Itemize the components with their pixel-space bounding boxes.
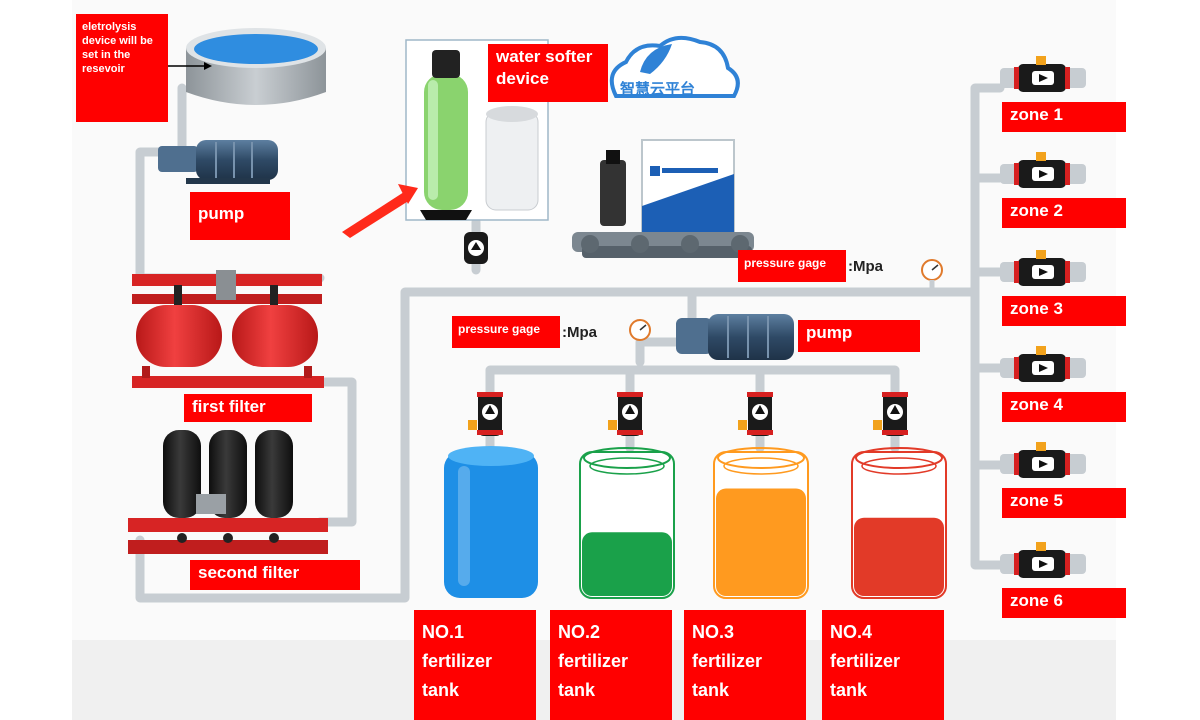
valve-icon [468, 392, 503, 436]
tank-label-line: NO.2 [558, 622, 601, 642]
mpa-unit-center: :Mpa [562, 324, 597, 341]
zone-valves [1000, 56, 1086, 578]
valve-icon [873, 392, 908, 436]
tank-label: NO.3 fertilizer tank [684, 610, 806, 720]
valve-icon [608, 392, 643, 436]
pipe-main [135, 287, 980, 603]
pump-center-label: pump [798, 320, 920, 352]
first-filter [132, 270, 324, 388]
cloud-platform-text: 智慧云平台 [620, 80, 696, 98]
valve-icon [1000, 152, 1086, 188]
zone-label: zone 2 [1002, 198, 1126, 228]
tank-label-line: fertilizer [422, 651, 493, 671]
fertilizer-tank [444, 446, 538, 598]
water-softener-image [342, 39, 549, 238]
zone-label: zone 5 [1002, 488, 1126, 518]
zone-label: zone 6 [1002, 588, 1126, 618]
pressure-gauge-icon [921, 259, 943, 292]
second-filter [128, 430, 328, 554]
water-softer-label: water softer device [488, 44, 608, 102]
tank-label-line: NO.4 [830, 622, 873, 642]
fertigation-controller [572, 139, 754, 258]
pressure-gage-label-center: pressure gage [452, 316, 560, 348]
fertilizer-tank [713, 447, 809, 599]
electrolysis-note: eletrolysis device will be set in the re… [76, 14, 168, 122]
tank-label-line: tank [558, 680, 596, 700]
valve-icon [1000, 346, 1086, 382]
mpa-unit-top: :Mpa [848, 258, 883, 275]
pipe-tank-manifold [485, 365, 900, 453]
pressure-gage-label-top: pressure gage [738, 250, 846, 282]
valve-icon [1000, 56, 1086, 92]
second-filter-label: second filter [190, 560, 360, 590]
valve-icon [1000, 250, 1086, 286]
zone-label: zone 3 [1002, 296, 1126, 326]
zone-label: zone 4 [1002, 392, 1126, 422]
valve-icon [464, 232, 488, 264]
valve-icon [1000, 442, 1086, 478]
pipe-gage-branch [635, 337, 685, 367]
reservoir [166, 28, 326, 105]
cloud-platform-logo [609, 35, 740, 98]
fertilizer-tank [851, 447, 947, 599]
tank-label-line: fertilizer [558, 651, 629, 671]
tank-label-line: tank [422, 680, 460, 700]
fertilizer-tanks [444, 446, 947, 599]
pipe-first-to-second [315, 377, 357, 527]
tank-label: NO.4 fertilizer tank [822, 610, 944, 720]
tank-label-line: fertilizer [830, 651, 901, 671]
valve-icon [1000, 542, 1086, 578]
tank-label-line: tank [830, 680, 868, 700]
first-filter-label: first filter [184, 394, 312, 422]
tank-label: NO.2 fertilizer tank [550, 610, 672, 720]
pipe-zone-header-top [970, 83, 1005, 297]
pressure-gauge-icon [629, 319, 651, 341]
zone-label: zone 1 [1002, 102, 1126, 132]
pump-top-label: pump [190, 192, 290, 240]
tank-label-line: NO.3 [692, 622, 735, 642]
tank-label: NO.1 fertilizer tank [414, 610, 536, 720]
pipe-zone-header-bottom [970, 287, 1005, 570]
tank-label-line: tank [692, 680, 730, 700]
fertilizer-tank [579, 447, 675, 599]
valve-icon [738, 392, 773, 436]
center-pump [676, 314, 794, 360]
top-pump [158, 140, 278, 184]
tank-label-line: fertilizer [692, 651, 763, 671]
tank-label-line: NO.1 [422, 622, 465, 642]
